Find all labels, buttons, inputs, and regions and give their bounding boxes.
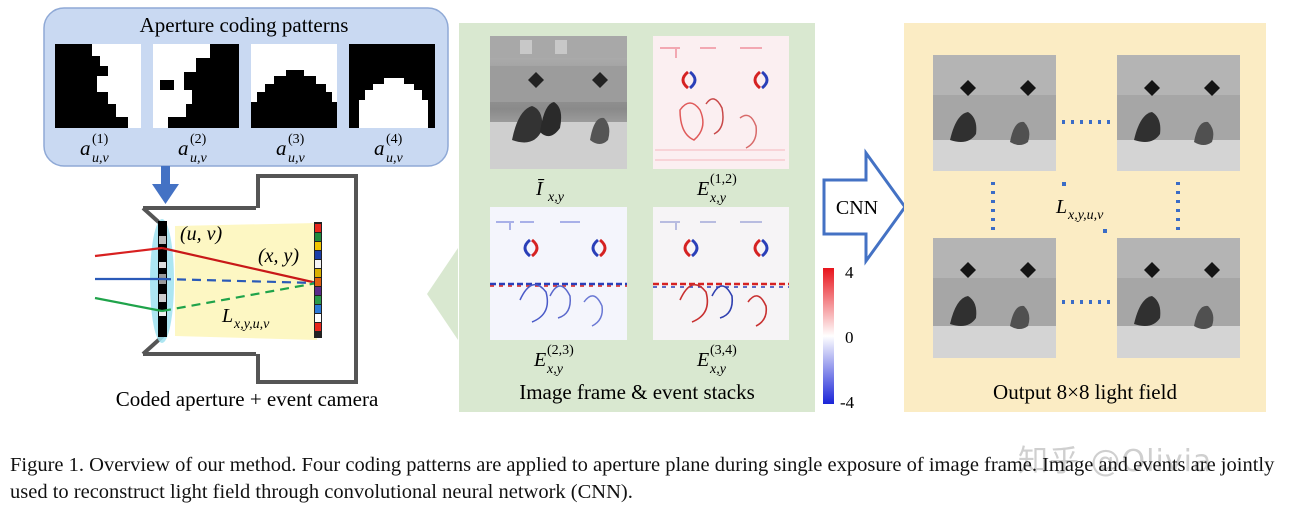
- figure-caption: Figure 1. Overview of our method. Four c…: [10, 454, 1275, 503]
- output-ellipsis-dots: [991, 120, 1180, 304]
- svg-text:x,y: x,y: [547, 190, 565, 205]
- svg-text:x,y,u,v: x,y,u,v: [1067, 208, 1104, 223]
- svg-text:a: a: [374, 136, 385, 160]
- events-pointer: [427, 248, 458, 340]
- svg-text:u,v: u,v: [288, 151, 306, 166]
- svg-text:E: E: [696, 178, 709, 200]
- output-panel-caption: Output 8×8 light field: [993, 380, 1177, 404]
- svg-text:x,y,u,v: x,y,u,v: [233, 317, 270, 332]
- aperture-pattern-2: [153, 44, 239, 128]
- colorbar-tick-zero: 0: [845, 328, 854, 347]
- svg-text:a: a: [178, 136, 189, 160]
- event-stack-3: [653, 207, 789, 340]
- event-stack-3-label: E x,y (3,4): [696, 343, 737, 377]
- svg-text:(3): (3): [288, 132, 305, 147]
- colorbar-tick-max: 4: [845, 263, 854, 282]
- event-stack-1-label: E x,y (1,2): [696, 172, 737, 206]
- svg-text:Ī: Ī: [535, 178, 545, 200]
- aperture-panel-bg: [43, 7, 449, 167]
- svg-text:u,v: u,v: [386, 151, 404, 166]
- svg-text:a: a: [276, 136, 287, 160]
- svg-text:(2): (2): [190, 132, 207, 147]
- colorbar: 4 0 -4: [823, 263, 855, 412]
- aperture-pattern-label-4: a u,v (4): [374, 132, 404, 166]
- sensor-strip: [314, 222, 322, 338]
- svg-text:a: a: [80, 136, 91, 160]
- image-frame-label: Ī x,y: [535, 178, 565, 205]
- aperture-pattern-label-3: a u,v (3): [276, 132, 306, 166]
- aperture-pattern-label-2: a u,v (2): [178, 132, 208, 166]
- output-view-top-right: [1117, 55, 1240, 171]
- events-panel: Ī x,y E x,y (1,2): [459, 23, 815, 412]
- cnn-label: CNN: [836, 197, 878, 219]
- svg-text:u,v: u,v: [190, 151, 208, 166]
- event-stack-2-label: E x,y (2,3): [533, 343, 574, 377]
- svg-text:(3,4): (3,4): [710, 343, 737, 358]
- event-stack-1: [653, 36, 789, 169]
- aperture-panel: Aperture coding patterns a u,v (1): [43, 7, 449, 167]
- svg-text:E: E: [533, 349, 546, 371]
- uv-label: (u, v): [180, 223, 223, 245]
- svg-text:(1,2): (1,2): [710, 172, 737, 187]
- svg-text:E: E: [696, 349, 709, 371]
- camera-diagram: (u, v) (x, y) L x,y,u,v Coded aperture +…: [94, 174, 379, 411]
- camera-lightfield-label: L x,y,u,v: [221, 305, 270, 332]
- svg-text:x,y: x,y: [709, 191, 727, 206]
- output-lightfield-label: L x,y,u,v: [1055, 196, 1104, 223]
- svg-text:x,y: x,y: [709, 362, 727, 377]
- svg-text:(4): (4): [386, 132, 403, 147]
- svg-text:L: L: [221, 305, 233, 327]
- output-view-bottom-left: [933, 238, 1056, 358]
- cnn-arrow: CNN: [822, 148, 907, 266]
- output-panel: L x,y,u,v Output 8×8 light field: [904, 23, 1266, 412]
- pattern-to-aperture-arrow: [152, 166, 179, 204]
- svg-text:(2,3): (2,3): [547, 343, 574, 358]
- colorbar-tick-min: -4: [840, 393, 855, 412]
- svg-text:x,y: x,y: [546, 362, 564, 377]
- aperture-pattern-1: [55, 44, 141, 128]
- output-view-top-left: [933, 55, 1056, 171]
- aperture-pattern-4: [349, 44, 435, 128]
- aperture-pattern-3: [251, 44, 337, 128]
- camera-caption: Coded aperture + event camera: [116, 387, 379, 411]
- aperture-pattern-label-1: a u,v (1): [80, 132, 110, 166]
- light-cone: [175, 223, 317, 340]
- svg-text:L: L: [1055, 196, 1067, 218]
- colorbar-gradient: [823, 268, 834, 404]
- method-overview-diagram: Aperture coding patterns a u,v (1): [43, 7, 1266, 412]
- event-stack-2: [490, 207, 627, 340]
- xy-label: (x, y): [258, 245, 299, 267]
- events-panel-caption: Image frame & event stacks: [519, 380, 755, 404]
- svg-text:(1): (1): [92, 132, 109, 147]
- image-frame: [490, 36, 627, 169]
- output-view-bottom-right: [1117, 238, 1240, 358]
- aperture-panel-title: Aperture coding patterns: [140, 13, 349, 37]
- watermark: 知乎 @Olivia: [1018, 444, 1213, 479]
- svg-text:u,v: u,v: [92, 151, 110, 166]
